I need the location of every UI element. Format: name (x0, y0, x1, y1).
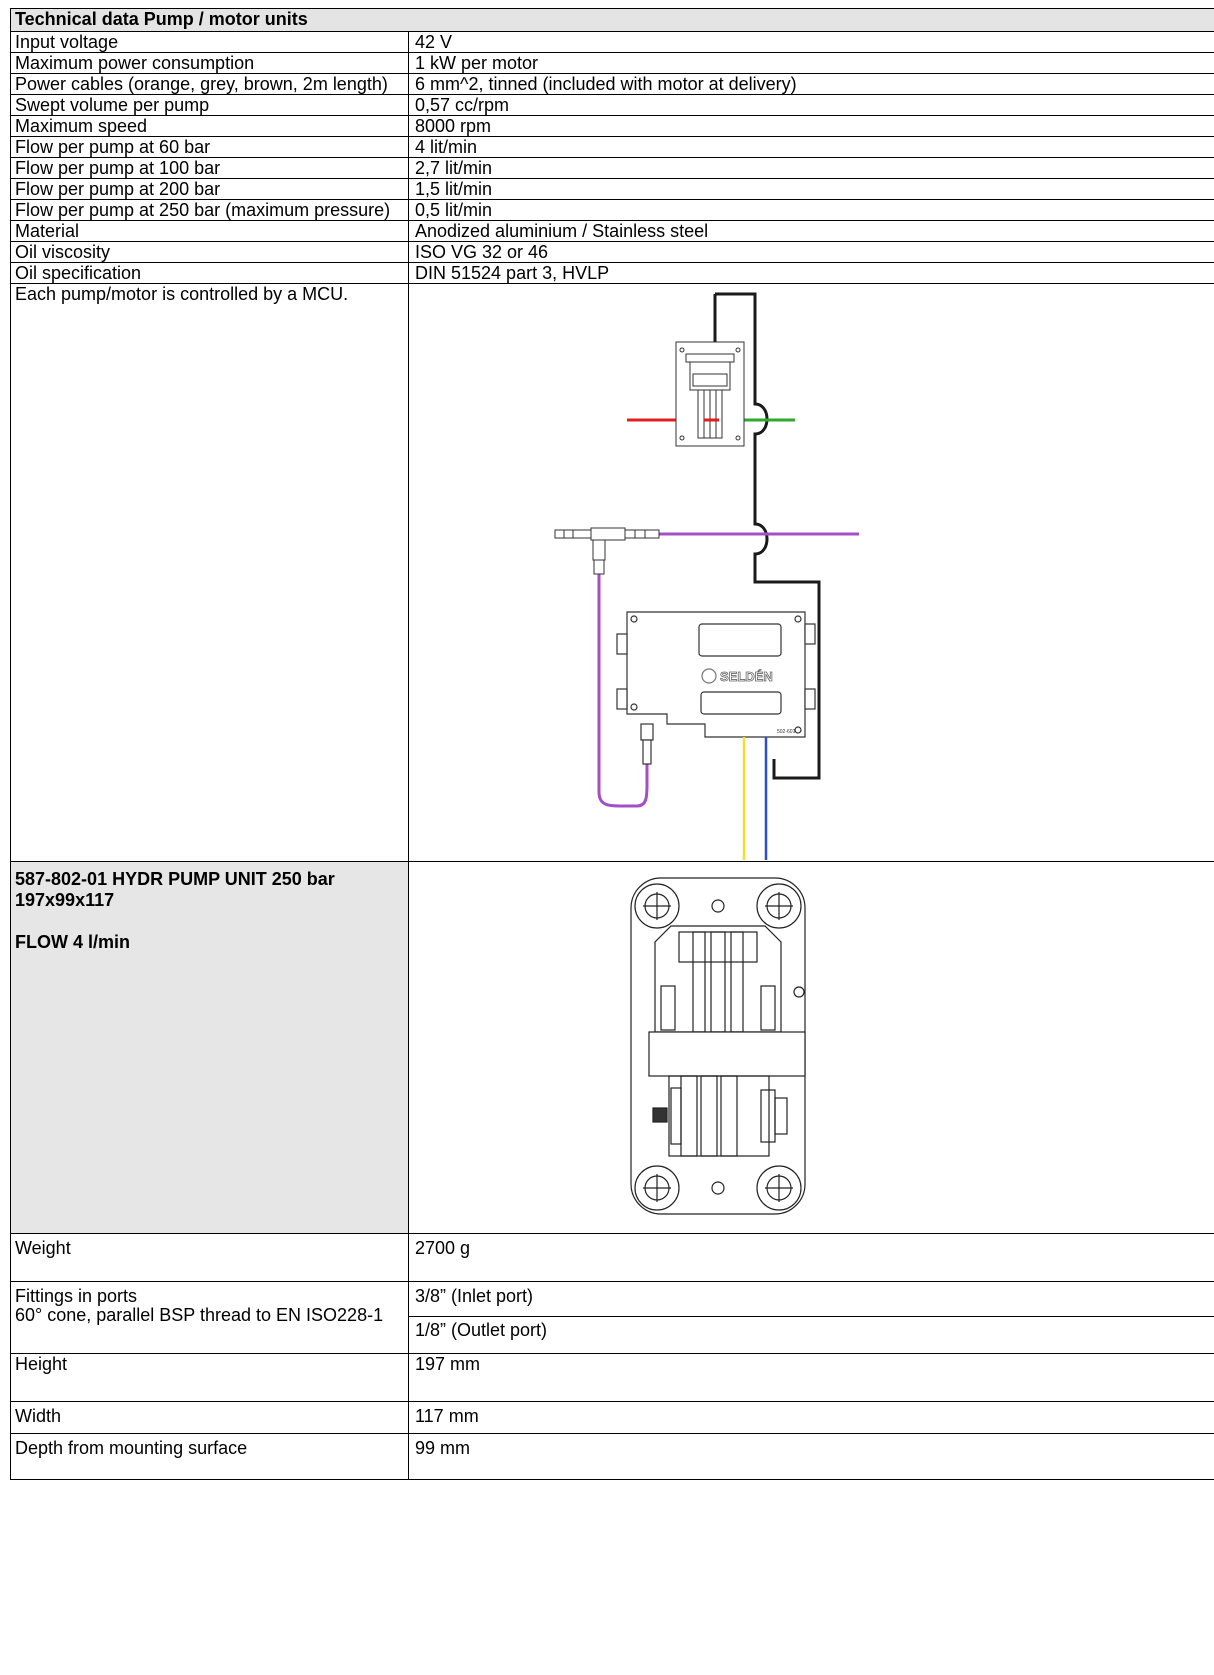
table-header-row: Technical data Pump / motor units (9, 8, 1214, 32)
fittings-values: 3/8” (Inlet port) 1/8” (Outlet port) (407, 1281, 1214, 1354)
row-value: 6 mm^2, tinned (included with motor at d… (407, 73, 1214, 95)
pump-title: 587-802-01 HYDR PUMP UNIT 250 bar 197x99… (15, 869, 335, 910)
part-mark: 502-601 (777, 729, 796, 735)
pump-sketch (675, 341, 745, 447)
height-row: Height 197 mm (10, 1353, 1214, 1402)
row-value: 1,5 lit/min (407, 178, 1214, 200)
pump-row: 587-802-01 HYDR PUMP UNIT 250 bar 197x99… (10, 861, 1214, 1234)
mcu-box (616, 611, 816, 765)
seldén-logo: SELDÉN (701, 668, 773, 684)
height-value: 197 mm (407, 1353, 1214, 1402)
technical-data-sheet: Technical data Pump / motor units Input … (9, 8, 1214, 1480)
height-label: Height (10, 1353, 409, 1402)
row-label: Flow per pump at 250 bar (maximum pressu… (10, 199, 409, 221)
width-value: 117 mm (407, 1401, 1214, 1434)
depth-value: 99 mm (407, 1433, 1214, 1480)
row-value: 1 kW per motor (407, 52, 1214, 74)
row-label: Maximum speed (10, 115, 409, 137)
row-value: 8000 rpm (407, 115, 1214, 137)
divider (409, 1316, 1214, 1317)
width-label: Width (10, 1401, 409, 1434)
row-label: Maximum power consumption (10, 52, 409, 74)
depth-label: Depth from mounting surface (10, 1433, 409, 1480)
pump-flow: FLOW 4 l/min (15, 932, 130, 952)
technical-data-table: Technical data Pump / motor units Input … (9, 8, 1214, 1480)
fittings-label: Fittings in ports 60° cone, parallel BSP… (10, 1281, 409, 1354)
row-value: ISO VG 32 or 46 (407, 241, 1214, 263)
mcu-wiring-diagram: SELDÉN 502-601 (554, 292, 859, 860)
weight-row: Weight 2700 g (10, 1233, 1214, 1282)
row-value: 2,7 lit/min (407, 157, 1214, 179)
row-label: Oil viscosity (10, 241, 409, 263)
row-label: Swept volume per pump (10, 94, 409, 116)
row-label: Oil specification (10, 262, 409, 284)
row-value: 42 V (407, 31, 1214, 53)
mounting-hole (756, 883, 802, 929)
row-label: Flow per pump at 200 bar (10, 178, 409, 200)
row-label: Flow per pump at 60 bar (10, 136, 409, 158)
weight-value: 2700 g (407, 1233, 1214, 1282)
fittings-row: Fittings in ports 60° cone, parallel BSP… (10, 1281, 1214, 1354)
row-label: Power cables (orange, grey, brown, 2m le… (10, 73, 409, 95)
t-connector (554, 527, 660, 575)
mounting-hole (634, 1165, 680, 1211)
table-row: Power cables (orange, grey, brown, 2m le… (10, 73, 1214, 95)
row-label: Input voltage (10, 31, 409, 53)
purple-drop-wire (597, 574, 649, 808)
mounting-hole (634, 883, 680, 929)
inlet-port-value: 3/8” (Inlet port) (415, 1286, 534, 1306)
mcu-label: Each pump/motor is controlled by a MCU. (10, 283, 409, 862)
mcu-wiring-diagram-cell: SELDÉN 502-601 (407, 283, 1214, 862)
logo-text: SELDÉN (720, 669, 773, 684)
depth-row: Depth from mounting surface 99 mm (10, 1433, 1214, 1480)
row-label: Flow per pump at 100 bar (10, 157, 409, 179)
outlet-port-value: 1/8” (Outlet port) (415, 1320, 548, 1340)
row-value: Anodized aluminium / Stainless steel (407, 220, 1214, 242)
row-label: Material (10, 220, 409, 242)
row-value: 0,5 lit/min (407, 199, 1214, 221)
pump-drawing (630, 877, 806, 1215)
table-title: Technical data Pump / motor units (9, 8, 1214, 32)
width-row: Width 117 mm (10, 1401, 1214, 1434)
row-value: 0,57 cc/rpm (407, 94, 1214, 116)
pump-label-cell: 587-802-01 HYDR PUMP UNIT 250 bar 197x99… (10, 861, 409, 1234)
weight-label: Weight (10, 1233, 409, 1282)
row-value: 4 lit/min (407, 136, 1214, 158)
pump-drawing-cell (407, 861, 1214, 1234)
row-value: DIN 51524 part 3, HVLP (407, 262, 1214, 284)
mcu-row: Each pump/motor is controlled by a MCU. (10, 283, 1214, 862)
mounting-hole (756, 1165, 802, 1211)
black-cable (715, 292, 821, 780)
table-row: Flow per pump at 250 bar (maximum pressu… (10, 199, 1214, 221)
